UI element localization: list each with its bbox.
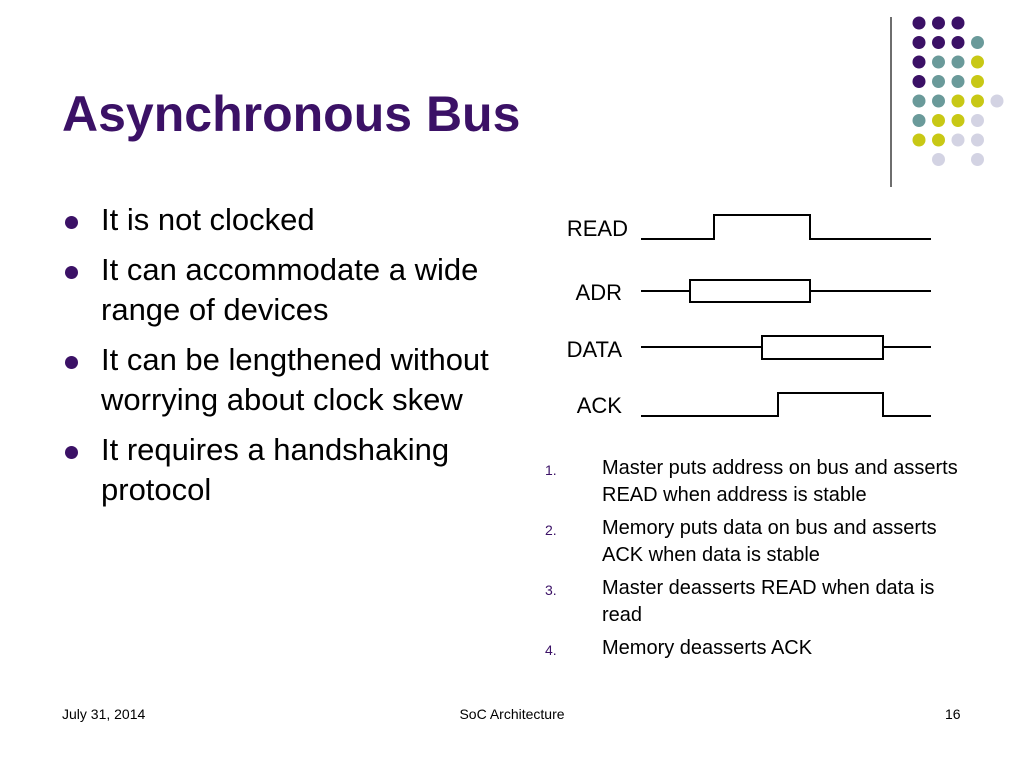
step-number: 1. — [545, 462, 557, 478]
decorative-dot — [912, 16, 926, 30]
bullet-item: It can accommodate a wide range of devic… — [62, 250, 492, 330]
decorative-dot — [971, 133, 984, 147]
adr-valid-box — [689, 279, 811, 303]
signal-label-data: DATA — [567, 337, 623, 362]
decorative-dot — [951, 133, 965, 147]
slide-number: 16 — [945, 706, 961, 722]
step-text: Master puts address on bus and asserts R… — [602, 457, 958, 506]
decorative-dot — [951, 36, 965, 49]
signal-label-read: READ — [567, 216, 628, 241]
decorative-dot — [912, 36, 926, 49]
bullet-text: It requires a handshaking protocol — [101, 432, 450, 507]
step-number: 2. — [545, 522, 557, 538]
step-text: Master deasserts READ when data is read — [602, 577, 935, 626]
decorative-dot — [912, 94, 926, 108]
decorative-dot — [971, 55, 984, 69]
read-signal-waveform — [641, 214, 931, 240]
bullet-item: It can be lengthened without worrying ab… — [62, 340, 492, 420]
slide-title: Asynchronous Bus — [62, 86, 521, 142]
decorative-dot — [912, 133, 926, 147]
decorative-dot — [932, 75, 945, 88]
step-item: 3. Master deasserts READ when data is rea… — [540, 575, 970, 629]
decorative-dot — [951, 114, 965, 127]
decorative-dot — [912, 55, 926, 69]
timing-diagram: READ ADR DATA ACK — [567, 214, 931, 418]
bullet-text: It is not clocked — [101, 202, 315, 237]
decorative-dot — [932, 55, 945, 69]
decorative-dot — [971, 36, 984, 49]
signal-label-ack: ACK — [577, 393, 623, 418]
step-text: Memory puts data on bus and asserts ACK … — [602, 517, 937, 566]
step-item: 2. Memory puts data on bus and asserts AC… — [540, 515, 970, 569]
decorative-dot — [932, 16, 945, 30]
bullet-text: It can accommodate a wide range of devic… — [101, 252, 479, 327]
step-item: 1. Master puts address on bus and asserts… — [540, 455, 970, 509]
signal-label-adr: ADR — [576, 280, 622, 305]
footer-date: July 31, 2014 — [62, 706, 146, 722]
decorative-dot — [932, 153, 945, 166]
bullet-dot-icon — [65, 446, 78, 459]
step-number: 4. — [545, 642, 557, 658]
decorative-dot — [951, 55, 965, 69]
bullet-list: It is not clocked It can accommodate a w… — [62, 200, 492, 520]
bullet-text: It can be lengthened without worrying ab… — [101, 342, 489, 417]
decorative-dot — [951, 16, 965, 30]
decorative-dot — [951, 94, 965, 108]
decorative-dot — [971, 153, 984, 166]
data-valid-box — [761, 335, 884, 360]
decorative-dot — [971, 75, 984, 88]
bullet-dot-icon — [65, 266, 78, 279]
step-number: 3. — [545, 582, 557, 598]
bullet-dot-icon — [65, 356, 78, 369]
decorative-dot — [932, 114, 945, 127]
step-text: Memory deasserts ACK — [602, 637, 813, 659]
decorative-dot — [971, 114, 984, 127]
decorative-dot — [951, 75, 965, 88]
decorative-dot — [971, 94, 984, 108]
decorative-dot — [912, 75, 926, 88]
handshake-steps-list: 1. Master puts address on bus and asserts… — [540, 455, 970, 668]
decorative-dot — [990, 94, 1004, 108]
bullet-dot-icon — [65, 216, 78, 229]
decorative-dot — [912, 114, 926, 127]
footer-title: SoC Architecture — [459, 706, 565, 722]
title-divider-line — [890, 17, 892, 187]
decorative-dot-grid — [912, 16, 1004, 166]
bullet-item: It is not clocked — [62, 200, 492, 240]
ack-signal-waveform — [641, 392, 931, 417]
decorative-dot — [932, 36, 945, 49]
step-item: 4. Memory deasserts ACK — [540, 635, 970, 662]
bullet-item: It requires a handshaking protocol — [62, 430, 492, 510]
decorative-dot — [932, 133, 945, 147]
decorative-dot — [932, 94, 945, 108]
